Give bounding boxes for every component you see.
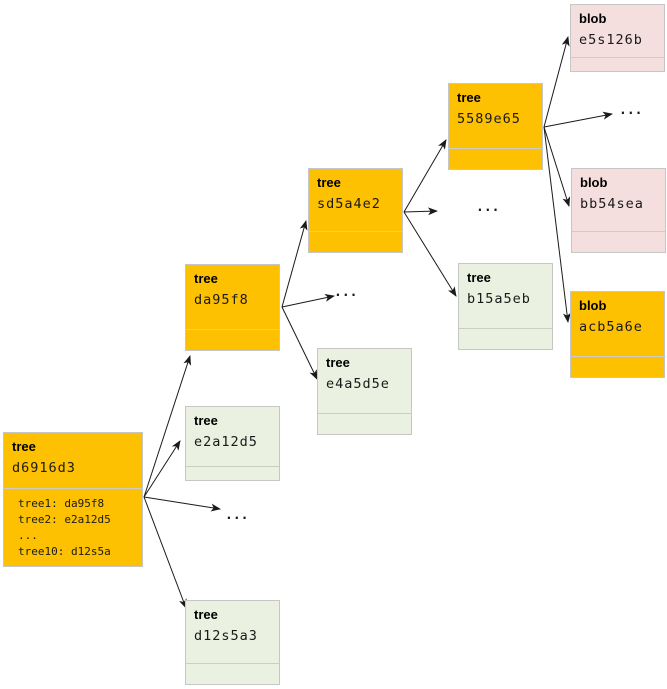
node-hash: b15a5eb: [467, 291, 531, 307]
node-footer: [572, 231, 665, 252]
node-hash: e2a12d5: [194, 434, 258, 450]
node-footer: [186, 329, 279, 350]
node-type-label: tree: [12, 439, 36, 454]
node-tree-5589e65: tree 5589e65: [448, 83, 543, 170]
node-header: blob bb54sea: [572, 169, 665, 231]
edge-5589e65-bb54sea: [543, 126, 571, 207]
node-footer: [186, 466, 279, 480]
node-footer: [459, 328, 552, 349]
node-header: tree d12s5a3: [186, 601, 279, 663]
edge-sd5a4e2-ellipsis: [403, 207, 438, 216]
node-hash: sd5a4e2: [317, 196, 381, 212]
node-footer: [318, 413, 411, 434]
node-type-label: tree: [326, 355, 350, 370]
edge-d6916d3-e2a12d5: [143, 440, 181, 498]
node-footer: [186, 663, 279, 684]
node-header: tree e2a12d5: [186, 407, 279, 466]
node-hash: e5s126b: [579, 32, 643, 48]
tree-entry: tree2: e2a12d5: [18, 513, 111, 526]
edge-d6916d3-d12s5a3: [143, 496, 187, 609]
node-type-label: blob: [579, 11, 607, 26]
node-header: tree b15a5eb: [459, 264, 552, 328]
node-hash: bb54sea: [580, 196, 644, 212]
node-type-label: tree: [457, 90, 481, 105]
node-footer: [309, 231, 402, 252]
edge-5589e65-acb5a6e: [543, 126, 571, 323]
ellipsis-children-of-d6916d3: ...: [225, 508, 249, 523]
node-hash: e4a5d5e: [326, 376, 390, 392]
node-type-label: tree: [317, 175, 341, 190]
node-tree-e2a12d5: tree e2a12d5: [185, 406, 280, 481]
edge-5589e65-ellipsis: [543, 111, 613, 128]
edge-sd5a4e2-b15a5eb: [403, 211, 457, 297]
node-footer: [571, 57, 664, 71]
edge-da95f8-e4a5d5e: [281, 306, 318, 380]
node-tree-sd5a4e2: tree sd5a4e2: [308, 168, 403, 253]
node-tree-b15a5eb: tree b15a5eb: [458, 263, 553, 350]
node-hash: da95f8: [194, 292, 249, 308]
edge-d6916d3-ellipsis: [143, 496, 221, 512]
edge-5589e65-e5s126b: [543, 36, 570, 128]
node-header: blob e5s126b: [571, 5, 664, 57]
edge-sd5a4e2-5589e65: [403, 139, 447, 213]
ellipsis-children-of-da95f8: ...: [334, 285, 358, 300]
node-hash: 5589e65: [457, 111, 521, 127]
tree-entry-ellipsis: ...: [18, 529, 38, 542]
node-header: blob acb5a6e: [571, 292, 664, 356]
node-type-label: tree: [194, 607, 218, 622]
node-header: tree da95f8: [186, 265, 279, 329]
node-type-label: blob: [580, 175, 608, 190]
node-tree-d6916d3: tree d6916d3 tree1: da95f8 tree2: e2a12d…: [3, 432, 143, 567]
ellipsis-children-of-sd5a4e2: ...: [476, 200, 500, 215]
edge-da95f8-ellipsis: [281, 293, 335, 308]
node-footer: [571, 356, 664, 377]
ellipsis-children-of-5589e65: ...: [619, 103, 643, 118]
node-blob-bb54sea: blob bb54sea: [571, 168, 666, 253]
node-header: tree d6916d3: [4, 433, 142, 488]
tree-entry-list: tree1: da95f8 tree2: e2a12d5 ... tree10:…: [4, 488, 142, 566]
node-type-label: tree: [467, 270, 491, 285]
tree-entry: tree10: d12s5a: [18, 545, 111, 558]
node-blob-e5s126b: blob e5s126b: [570, 4, 665, 72]
edge-d6916d3-da95f8: [143, 355, 192, 498]
node-header: tree sd5a4e2: [309, 169, 402, 231]
node-tree-e4a5d5e: tree e4a5d5e: [317, 348, 412, 435]
node-tree-d12s5a3: tree d12s5a3: [185, 600, 280, 685]
tree-entry: tree1: da95f8: [18, 497, 105, 510]
node-tree-da95f8: tree da95f8: [185, 264, 280, 351]
node-footer: [449, 148, 542, 169]
node-hash: d12s5a3: [194, 628, 258, 644]
node-header: tree e4a5d5e: [318, 349, 411, 413]
node-hash: d6916d3: [12, 460, 76, 476]
node-blob-acb5a6e: blob acb5a6e: [570, 291, 665, 378]
node-type-label: blob: [579, 298, 607, 313]
node-hash: acb5a6e: [579, 319, 643, 335]
node-header: tree 5589e65: [449, 84, 542, 148]
node-type-label: tree: [194, 413, 218, 428]
edge-da95f8-sd5a4e2: [281, 220, 308, 308]
node-type-label: tree: [194, 271, 218, 286]
